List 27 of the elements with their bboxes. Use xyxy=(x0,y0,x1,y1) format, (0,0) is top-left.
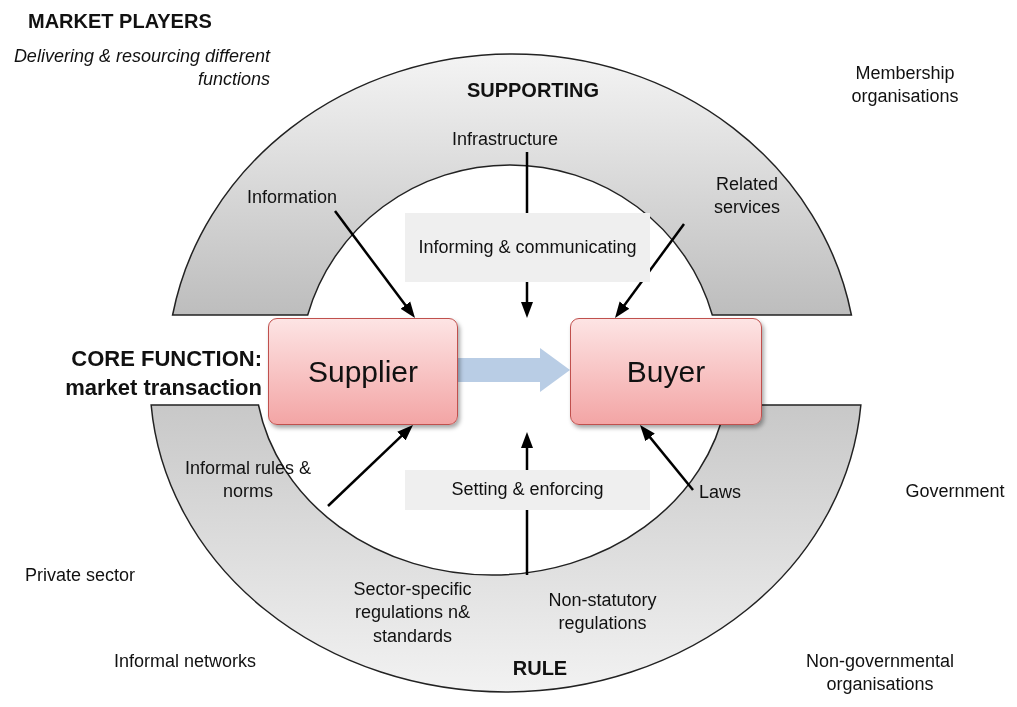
arrow xyxy=(334,210,415,318)
band-heading: SUPPORTING xyxy=(465,78,601,103)
heading: MARKET PLAYERS xyxy=(27,9,213,34)
actor-label: Non-governmental organisations xyxy=(804,650,956,697)
band-heading: RULE xyxy=(511,656,569,681)
subheading: Delivering & resourcing different functions xyxy=(12,45,270,92)
function-label: Sector-specific regulations n& standards xyxy=(315,574,510,652)
actor-box: Buyer xyxy=(570,318,762,425)
actor-label: Membership organisations xyxy=(850,62,960,109)
arrow xyxy=(640,425,694,491)
actor-label: Informal networks xyxy=(112,650,258,673)
function-label: Laws xyxy=(690,480,750,506)
block-arrow xyxy=(458,348,570,392)
function-label: Infrastructure xyxy=(425,127,585,153)
process-box: Informing & communicating xyxy=(405,213,650,282)
arrow xyxy=(615,223,685,318)
arrow xyxy=(327,425,413,507)
heading: CORE FUNCTION: market transaction xyxy=(64,345,262,402)
actor-box: Supplier xyxy=(268,318,458,425)
process-box: Setting & enforcing xyxy=(405,470,650,510)
function-label: Related services xyxy=(682,168,812,224)
actor-label: Private sector xyxy=(23,564,136,587)
function-label: Non-statutory regulations xyxy=(530,586,675,638)
function-label: Information xyxy=(222,185,362,211)
arrow xyxy=(521,432,533,470)
arrow xyxy=(521,282,533,318)
actor-label: Government xyxy=(904,480,1006,503)
